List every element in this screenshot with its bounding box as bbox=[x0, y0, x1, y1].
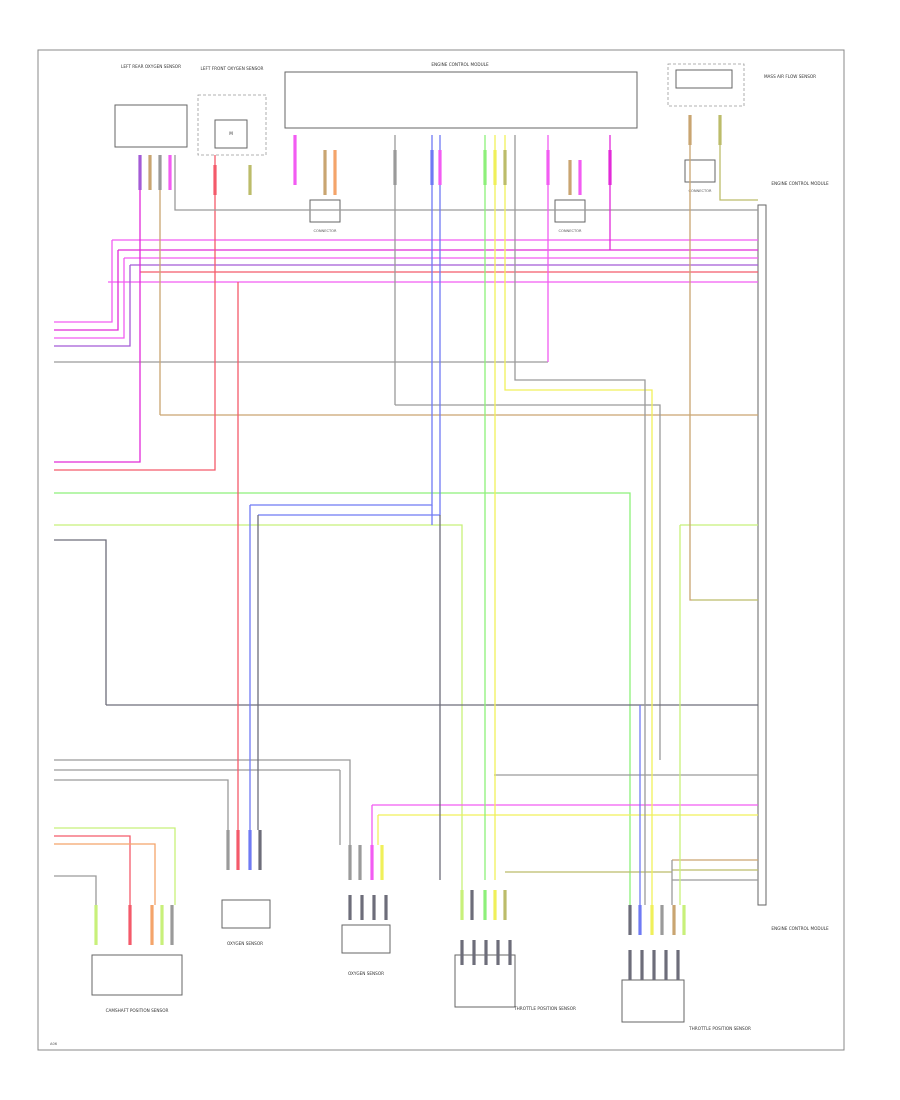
left-top-module: LEFT REAR OXYGEN SENSOR bbox=[114, 64, 188, 148]
bus-wire bbox=[54, 524, 463, 890]
conn-left-1-label: CONNECTOR bbox=[313, 229, 337, 233]
left-wire bbox=[54, 250, 119, 331]
left-mid-module-label: LEFT FRONT OXYGEN SENSOR bbox=[201, 66, 264, 71]
sensor-5-label: THROTTLE POSITION SENSOR bbox=[688, 1026, 751, 1031]
left-wire bbox=[54, 155, 141, 463]
left-mid-module-inner: M bbox=[229, 131, 233, 136]
right-vertical-connector: ENGINE CONTROL MODULE ENGINE CONTROL MOD… bbox=[757, 181, 829, 931]
bus-wire bbox=[54, 759, 351, 845]
left-wire bbox=[54, 155, 216, 471]
left-mid-module: M LEFT FRONT OXYGEN SENSOR bbox=[197, 66, 267, 156]
bottom-sensor-5: THROTTLE POSITION SENSOR bbox=[621, 905, 751, 1031]
bottom-sensor-2: OXYGEN SENSOR bbox=[54, 779, 271, 946]
footer-code: A06 bbox=[50, 1042, 58, 1046]
right-connector-label: ENGINE CONTROL MODULE bbox=[771, 181, 829, 186]
top-right-module-label: MASS AIR FLOW SENSOR bbox=[764, 74, 816, 79]
bus-wire bbox=[395, 404, 661, 760]
sensor-2-label: OXYGEN SENSOR bbox=[227, 941, 263, 946]
sensor-1-label: CAMSHAFT POSITION SENSOR bbox=[106, 1008, 169, 1013]
conn-left-2-label: CONNECTOR bbox=[558, 229, 582, 233]
sensor-3-label: OXYGEN SENSOR bbox=[348, 971, 384, 976]
horizontal-bus bbox=[54, 239, 758, 905]
riser bbox=[258, 135, 441, 516]
left-wire bbox=[54, 265, 131, 347]
pin-stubs bbox=[138, 115, 722, 195]
riser bbox=[514, 135, 646, 905]
left-wire bbox=[54, 240, 113, 323]
bottom-right-block-label: ENGINE CONTROL MODULE bbox=[771, 926, 829, 931]
riser bbox=[689, 135, 692, 601]
left-top-module-label: LEFT REAR OXYGEN SENSOR bbox=[121, 64, 181, 69]
left-wires bbox=[54, 155, 216, 705]
vertical-risers bbox=[174, 135, 758, 905]
conn-right-label: CONNECTOR bbox=[688, 189, 712, 193]
top-ecm-module: ENGINE CONTROL MODULE bbox=[284, 62, 638, 129]
bottom-sensor-1: CAMSHAFT POSITION SENSOR bbox=[54, 827, 183, 1013]
riser bbox=[174, 155, 758, 211]
left-wire bbox=[54, 539, 107, 705]
left-wire bbox=[54, 258, 125, 339]
diagram-frame bbox=[37, 49, 845, 1051]
riser bbox=[250, 135, 433, 506]
sensor-4-label: THROTTLE POSITION SENSOR bbox=[513, 1006, 576, 1011]
bottom-sensor-4: THROTTLE POSITION SENSOR bbox=[454, 890, 576, 1011]
bus-wire bbox=[54, 492, 631, 905]
riser bbox=[504, 135, 653, 905]
top-ecm-module-label: ENGINE CONTROL MODULE bbox=[431, 62, 489, 67]
connector-blocks: CONNECTOR CONNECTOR CONNECTOR bbox=[309, 159, 716, 233]
riser bbox=[719, 135, 758, 201]
bottom-sensor-3: OXYGEN SENSOR bbox=[341, 845, 391, 976]
top-right-module: MASS AIR FLOW SENSOR bbox=[667, 63, 816, 107]
